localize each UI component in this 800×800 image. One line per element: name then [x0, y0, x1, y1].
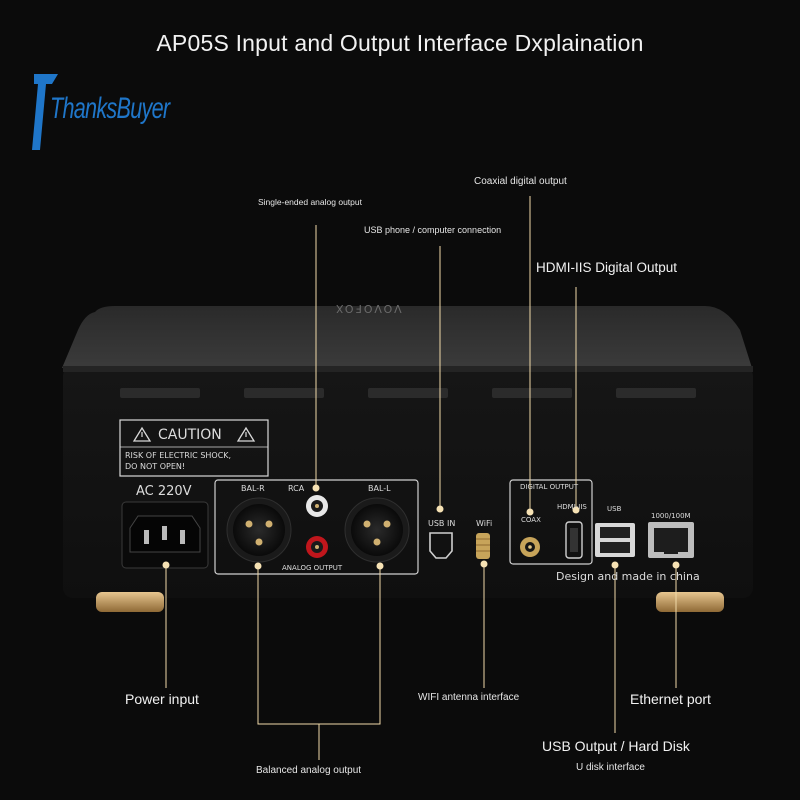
usb-in-label: USB IN	[428, 519, 456, 528]
callout-single-ended: Single-ended analog output	[258, 197, 362, 207]
vent-slots	[120, 388, 696, 398]
rca-label: RCA	[288, 484, 305, 493]
coax-label: COAX	[521, 516, 541, 524]
wifi-antenna-connector	[476, 533, 490, 559]
callout-u-disk: U disk interface	[576, 762, 645, 773]
thanksbuyer-logo	[32, 74, 58, 150]
callout-usb-phone: USB phone / computer connection	[364, 225, 502, 235]
caution-line-2: DO NOT OPEN!	[125, 462, 186, 471]
usb-label: USB	[607, 505, 622, 513]
caution-box	[119, 419, 269, 477]
wifi-label: WiFi	[476, 519, 493, 528]
right-foot	[656, 592, 724, 612]
callout-coaxial: Coaxial digital output	[474, 176, 567, 187]
device-top-surface	[62, 306, 752, 368]
analog-output-label: ANALOG OUTPUT	[282, 564, 343, 572]
bal-r-label: BAL-R	[241, 484, 265, 493]
logo-text: ThanksBuyer	[50, 92, 170, 125]
lan-speed-label: 1000/100M	[651, 512, 691, 520]
callout-power-input: Power input	[125, 691, 199, 707]
callout-dots	[162, 484, 680, 570]
digital-output-panel	[509, 479, 593, 565]
made-in-label: Design and made in china	[556, 570, 700, 583]
callout-lines	[165, 196, 677, 760]
logo-mark-icon	[32, 74, 58, 150]
warning-triangle-icon	[132, 426, 152, 442]
hdmi-iis-label: HDMI-IIS	[557, 503, 587, 511]
caution-heading: CAUTION	[158, 427, 222, 443]
digital-output-label: DIGITAL OUTPUT	[520, 483, 579, 491]
page-title: AP05S Input and Output Interface Dxplain…	[156, 30, 644, 56]
top-brand-text: VOVOFOX	[334, 302, 402, 315]
callout-balanced: Balanced analog output	[256, 765, 362, 776]
bal-l-label: BAL-L	[368, 484, 391, 493]
callout-wifi-antenna: WIFI antenna interface	[418, 692, 520, 703]
usb-b-port	[429, 532, 453, 559]
callout-usb-output: USB Output / Hard Disk	[542, 738, 690, 754]
warning-triangle-icon-right	[236, 426, 256, 442]
ac-voltage-label: AC 220V	[136, 484, 192, 499]
callout-hdmi-iis: HDMI-IIS Digital Output	[536, 260, 678, 275]
caution-line-1: RISK OF ELECTRIC SHOCK,	[125, 451, 232, 460]
callout-ethernet: Ethernet port	[630, 691, 711, 707]
left-foot	[96, 592, 164, 612]
